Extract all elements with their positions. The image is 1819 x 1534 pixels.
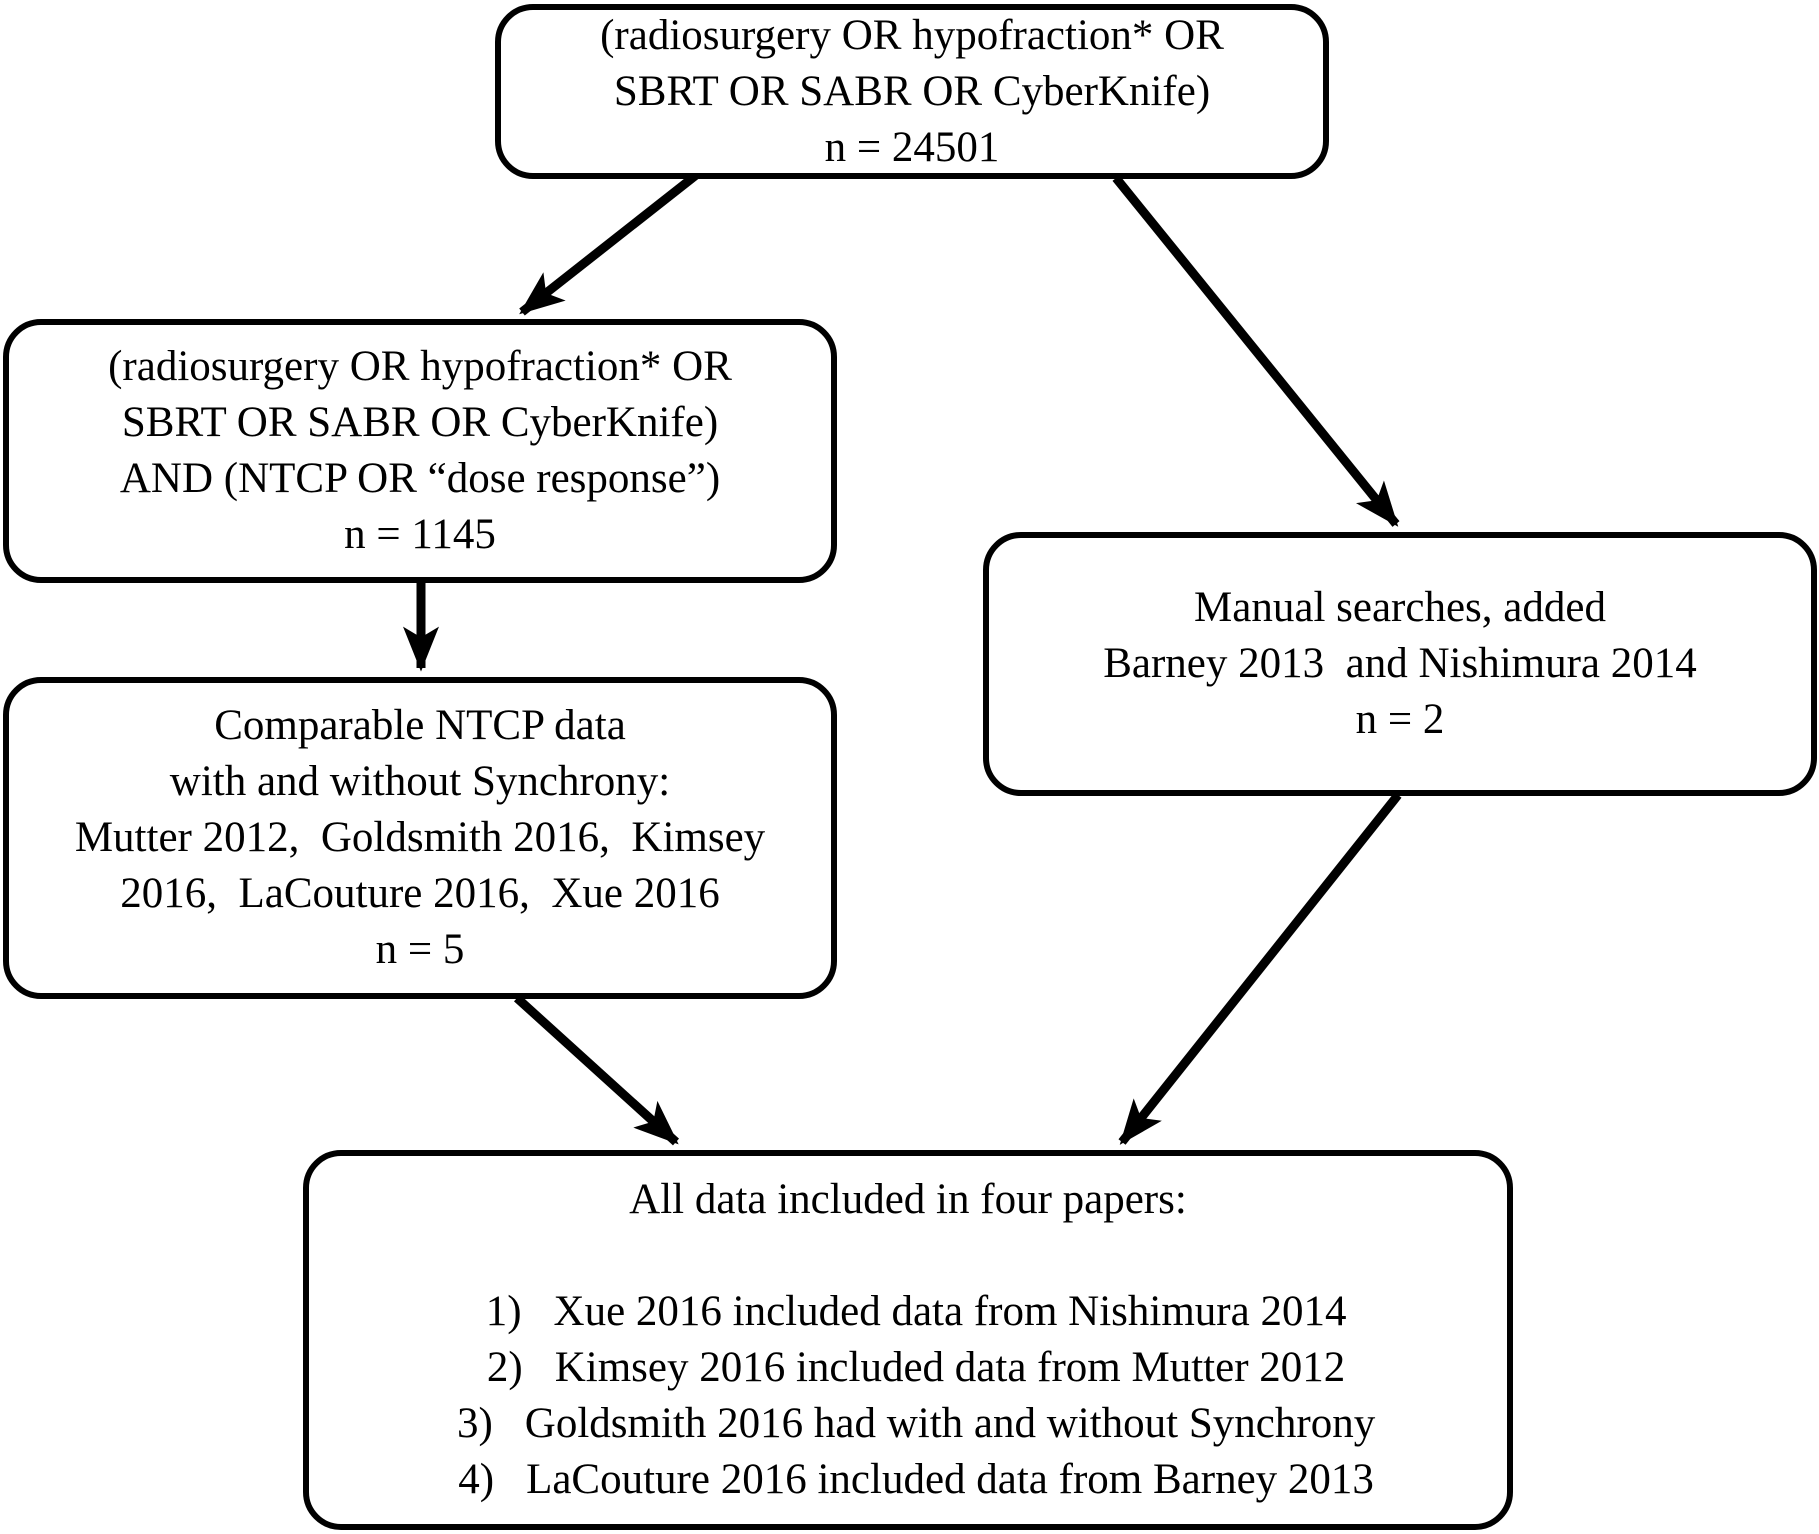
search-all-box: (radiosurgery OR hypofraction* OR SBRT O… (495, 4, 1329, 179)
final-heading: All data included in four papers: (629, 1176, 1187, 1223)
comparable-count: n = 5 (375, 926, 465, 973)
search-ntcp-line-1: (radiosurgery OR hypofraction* OR (108, 343, 732, 390)
list-item-number: 4) (458, 1456, 495, 1503)
list-item-number: 2) (486, 1344, 523, 1391)
list-item: 4) LaCouture 2016 included data from Bar… (442, 1452, 1374, 1508)
search-ntcp-count: n = 1145 (344, 511, 496, 558)
list-item-number: 3) (456, 1400, 493, 1447)
manual-count: n = 2 (1355, 696, 1445, 743)
manual-line-1: Manual searches, added (1194, 584, 1606, 631)
comparable-line-1: Comparable NTCP data (214, 702, 626, 749)
list-item: 3) Goldsmith 2016 had with and without S… (441, 1396, 1375, 1452)
search-all-line-1: (radiosurgery OR hypofraction* OR (600, 11, 1224, 59)
list-item-text: Goldsmith 2016 had with and without Sync… (524, 1400, 1376, 1447)
search-ntcp-line-2: SBRT OR SABR OR CyberKnife) (121, 399, 719, 446)
search-all-line-2: SBRT OR SABR OR CyberKnife) (613, 67, 1211, 115)
manual-line-2: Barney 2013 and Nishimura 2014 (1103, 640, 1697, 687)
arrow-search-to-ntcp (519, 168, 703, 316)
list-item: 2) Kimsey 2016 included data from Mutter… (471, 1340, 1346, 1396)
list-item-text: LaCouture 2016 included data from Barney… (526, 1456, 1374, 1503)
search-ntcp-box: (radiosurgery OR hypofraction* OR SBRT O… (3, 319, 837, 583)
final-papers-box: All data included in four papers: 1) Xue… (303, 1150, 1513, 1530)
arrow-comparable-to-final (513, 994, 680, 1146)
comparable-ntcp-box: Comparable NTCP data with and without Sy… (3, 677, 837, 999)
arrow-manual-to-final (1118, 792, 1402, 1145)
comparable-line-4: 2016, LaCouture 2016, Xue 2016 (120, 870, 720, 917)
list-item-number: 1) (485, 1288, 522, 1335)
list-item: 1) Xue 2016 included data from Nishimura… (470, 1284, 1347, 1340)
search-all-count: n = 24501 (824, 123, 1000, 171)
list-item-text: Xue 2016 included data from Nishimura 20… (553, 1288, 1347, 1335)
comparable-line-3: Mutter 2012, Goldsmith 2016, Kimsey (74, 814, 766, 861)
list-item-text: Kimsey 2016 included data from Mutter 20… (554, 1344, 1346, 1391)
comparable-line-2: with and without Synchrony: (169, 758, 671, 805)
search-ntcp-line-3: AND (NTCP OR “dose response”) (119, 455, 721, 502)
manual-search-box: Manual searches, added Barney 2013 and N… (983, 532, 1817, 796)
arrow-search-to-manual (1112, 175, 1400, 527)
